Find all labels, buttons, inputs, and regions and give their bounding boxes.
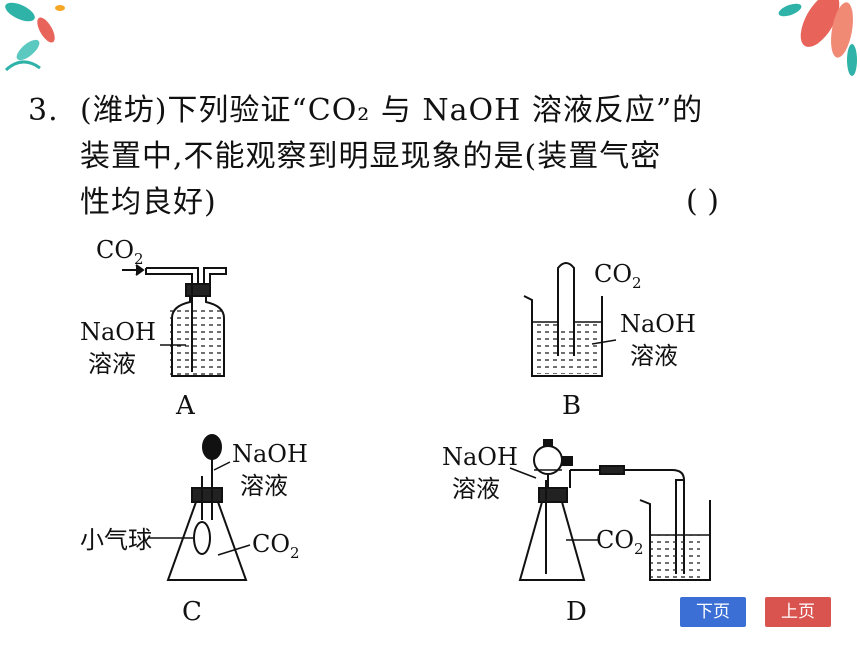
question-line-2: 装置中,不能观察到明显现象的是(装置气密 <box>80 139 662 174</box>
label-a-solution-2: 溶液 <box>88 350 136 378</box>
question-text: 3. (潍坊)下列验证“CO₂ 与 NaOH 溶液反应”的 装置中,不能观察到明显… <box>28 88 788 226</box>
answer-blank: ( ) <box>686 184 719 219</box>
prev-page-button[interactable]: 上页 <box>765 597 831 627</box>
decor-leaves-left-icon <box>4 2 65 72</box>
label-a-solution: NaOH <box>80 318 156 346</box>
apparatus-c <box>148 434 251 581</box>
apparatus-d <box>509 439 711 581</box>
label-d-gas: CO2 <box>596 526 644 558</box>
label-a: A <box>175 391 196 421</box>
decor-leaves-right-icon <box>778 0 857 76</box>
question-number: 3. <box>28 93 59 128</box>
label-c-solution-2: 溶液 <box>240 472 288 500</box>
label-d-solution: NaOH <box>442 443 518 471</box>
label-b-solution-2: 溶液 <box>630 342 678 370</box>
label-b-solution: NaOH <box>620 310 696 338</box>
apparatus-a <box>122 264 227 377</box>
label-c-balloon: 小气球 <box>80 526 152 554</box>
label-c-solution: NaOH <box>232 440 308 468</box>
label-c: C <box>182 597 202 627</box>
label-b: B <box>562 391 581 421</box>
label-b-gas: CO2 <box>594 260 642 292</box>
next-page-button[interactable]: 下页 <box>680 597 746 627</box>
apparatus-b <box>523 262 603 377</box>
label-d-solution-2: 溶液 <box>452 475 500 503</box>
label-c-gas: CO2 <box>252 530 300 562</box>
label-a-gas: CO2 <box>96 236 144 268</box>
label-d: D <box>566 597 587 627</box>
question-line-3: 性均良好) <box>80 185 217 220</box>
question-line-1: (潍坊)下列验证“CO₂ 与 NaOH 溶液反应”的 <box>80 93 704 128</box>
